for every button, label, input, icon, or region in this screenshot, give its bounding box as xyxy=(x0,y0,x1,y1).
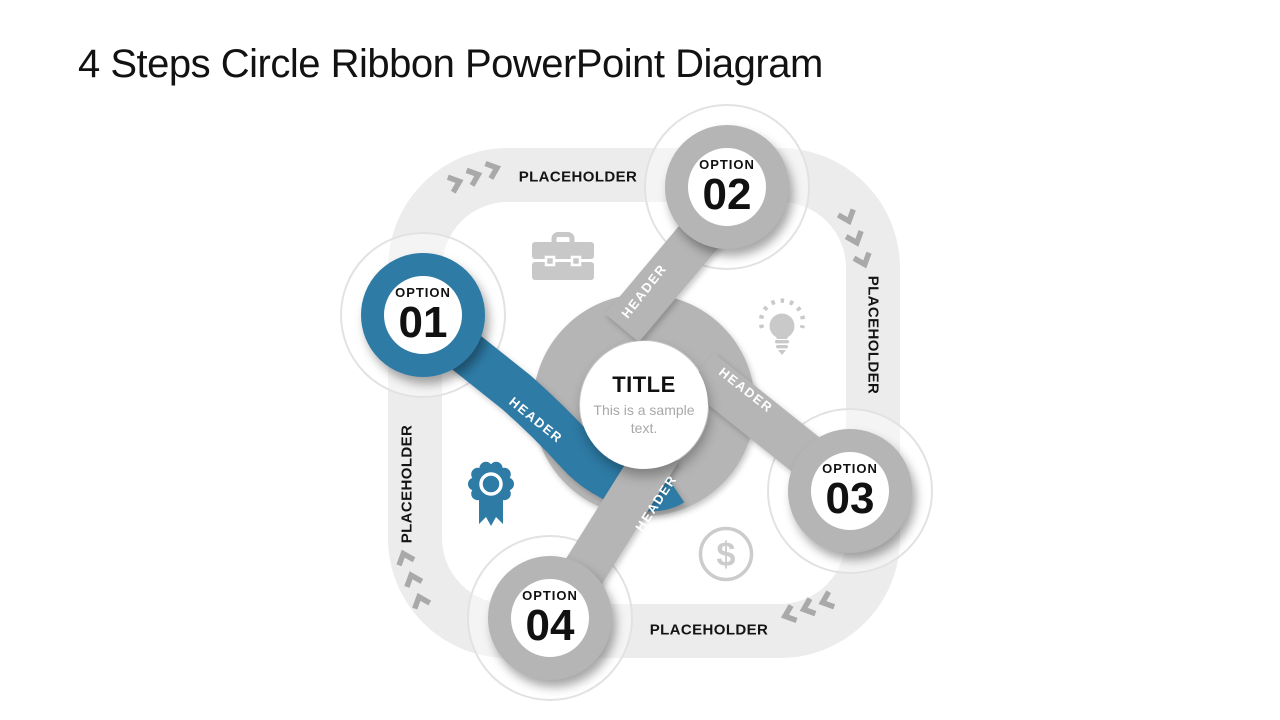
placeholder-label-bottom: PLACEHOLDER xyxy=(649,621,769,639)
center-subtitle: This is a sample text. xyxy=(593,401,695,437)
option-circle-03: OPTION 03 xyxy=(788,429,912,553)
option-label: OPTION xyxy=(395,284,451,300)
svg-text:$: $ xyxy=(717,536,736,574)
option-circle-04: OPTION 04 xyxy=(488,556,612,680)
option-number: 02 xyxy=(702,169,752,219)
placeholder-label-right: PLACEHOLDER xyxy=(864,275,882,395)
chevron-right-icons xyxy=(444,157,504,195)
option-number: 04 xyxy=(525,600,575,650)
slide-title: 4 Steps Circle Ribbon PowerPoint Diagram xyxy=(78,42,823,86)
option-number: 03 xyxy=(825,473,875,523)
award-badge-icon xyxy=(462,456,520,539)
center-title-circle: TITLE This is a sample text. xyxy=(580,341,708,469)
chevron-up-icons xyxy=(393,545,432,613)
chevron-left-icons xyxy=(777,589,837,627)
option-circle-01: OPTION 01 xyxy=(361,253,485,377)
option-circle-02: OPTION 02 xyxy=(665,125,789,249)
option-label: OPTION xyxy=(822,460,878,476)
center-title: TITLE xyxy=(612,371,676,397)
dollar-icon: $ xyxy=(697,525,755,588)
option-label: OPTION xyxy=(522,587,578,603)
placeholder-label-left: PLACEHOLDER xyxy=(398,424,416,544)
chevron-down-icons xyxy=(836,205,875,273)
placeholder-label-top: PLACEHOLDER xyxy=(518,168,638,186)
lightbulb-icon xyxy=(750,288,814,361)
option-label: OPTION xyxy=(699,156,755,172)
option-number: 01 xyxy=(398,297,448,347)
briefcase-icon xyxy=(530,230,596,287)
